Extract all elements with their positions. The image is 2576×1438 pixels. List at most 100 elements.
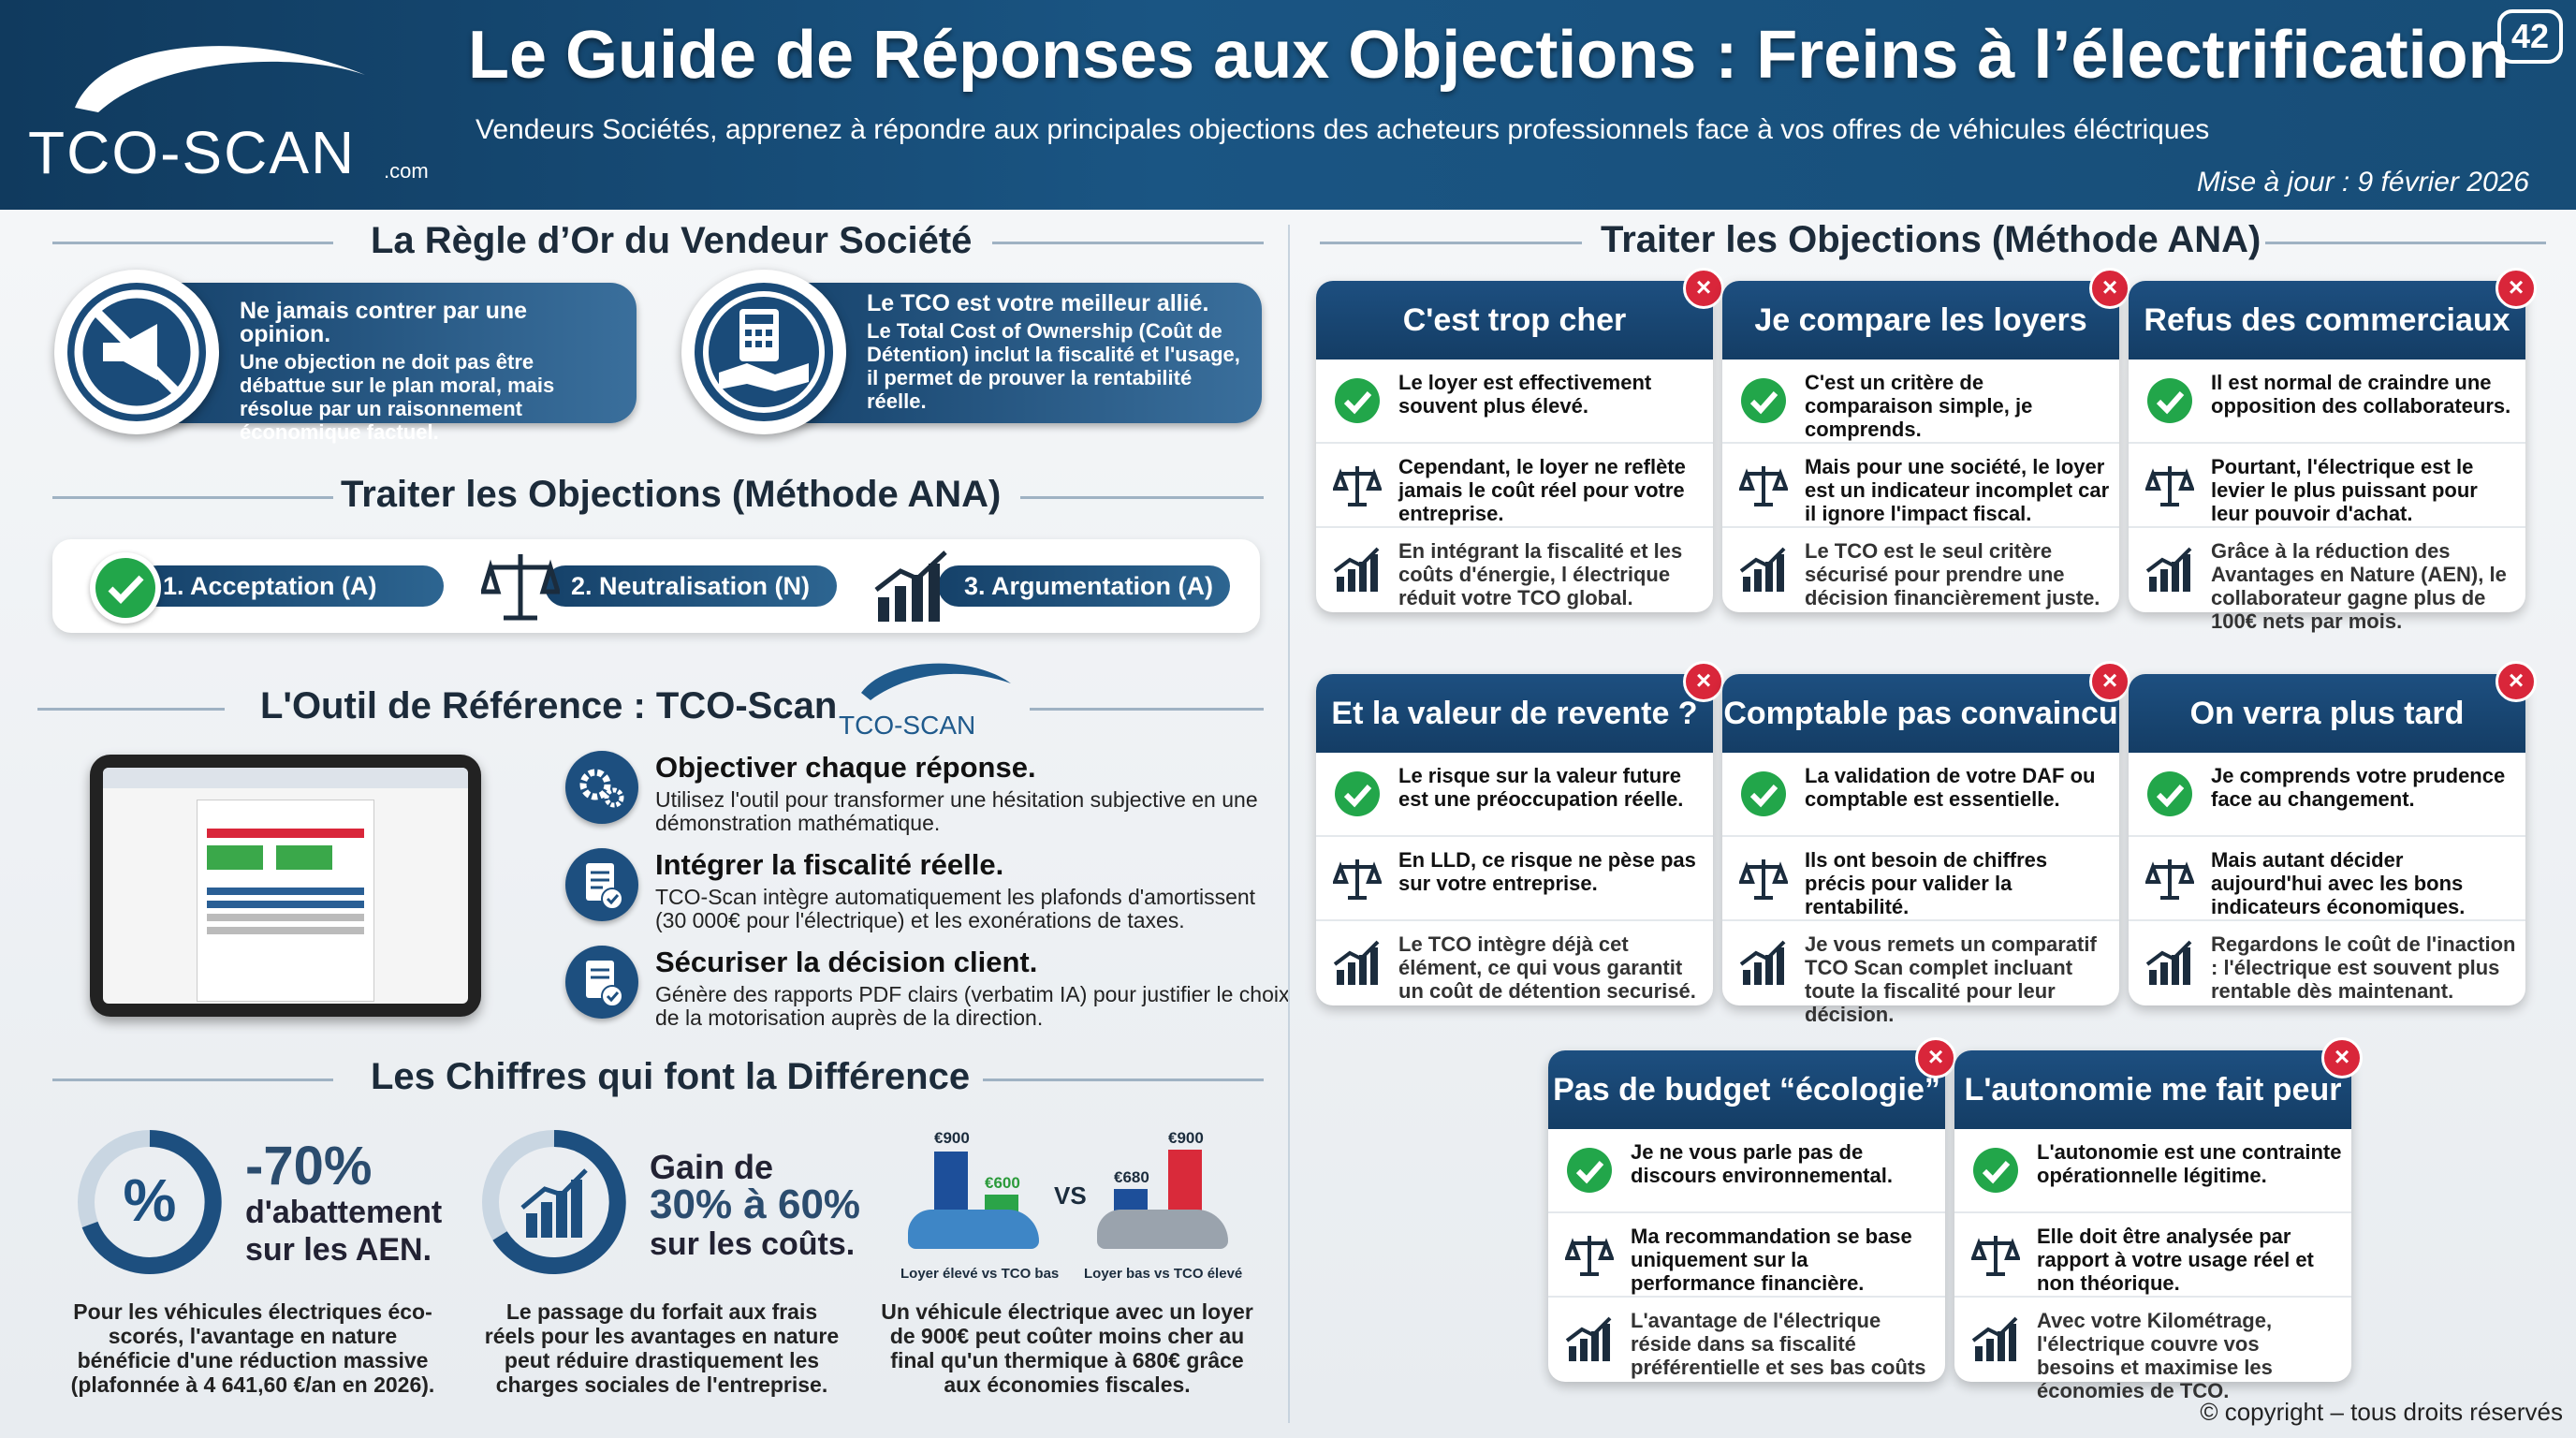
objection-row-text: Elle doit être analysée par rapport à vo… — [2037, 1225, 2314, 1295]
scale-icon — [1738, 854, 1789, 902]
scale-icon — [1564, 1230, 1615, 1279]
objection-row-a: Je comprends votre prudence face au chan… — [2129, 753, 2525, 837]
vs-label: VS — [1054, 1181, 1087, 1210]
divider — [37, 708, 225, 711]
close-icon: × — [1683, 268, 1724, 309]
close-icon: × — [1915, 1037, 1956, 1078]
objection-card-title: C'est trop cher — [1316, 281, 1713, 360]
objection-card: Je compare les loyers× C'est un critère d… — [1722, 268, 2130, 612]
check-icon — [1565, 1146, 1614, 1195]
copyright: © copyright – tous droits réservés — [2200, 1398, 2563, 1426]
close-icon: × — [2496, 268, 2537, 309]
tablet-screen — [103, 768, 468, 1004]
close-icon: × — [2321, 1037, 2363, 1078]
divider — [1030, 708, 1264, 711]
divider — [992, 242, 1264, 244]
report-bar — [207, 901, 364, 908]
objection-row-arg: Regardons le coût de l'inaction : l'élec… — [2129, 921, 2525, 1005]
tco-scan-logo: TCO-SCAN .com — [28, 46, 429, 186]
objection-row-text: Le loyer est effectivement souvent plus … — [1398, 371, 1652, 418]
rule-1-text: Ne jamais contrer par une opinion. Une o… — [240, 300, 623, 445]
objection-row-arg: En intégrant la fiscalité et les coûts d… — [1316, 528, 1713, 612]
divider — [52, 1078, 333, 1081]
objection-row-text: Pourtant, l'électrique est le levier le … — [2211, 455, 2478, 525]
objection-row-n: Ils ont besoin de chiffres précis pour v… — [1722, 837, 2119, 921]
objection-card-title: Pas de budget “écologie” — [1548, 1050, 1945, 1129]
objection-card: Comptable pas convaincu× La validation de… — [1722, 661, 2130, 1026]
objection-row-n: Ma recommandation se base uniquement sur… — [1548, 1213, 1945, 1298]
objection-row-text: Cependant, le loyer ne reflète jamais le… — [1398, 455, 1686, 525]
bar-chart-growth-icon — [2145, 545, 2194, 594]
objection-row-arg: Grâce à la réduction des Avantages en Na… — [2129, 528, 2525, 633]
percent-ring-icon: % — [75, 1127, 225, 1277]
scale-icon — [1332, 461, 1383, 509]
check-icon — [1971, 1146, 2020, 1195]
objection-row-n: Pourtant, l'électrique est le levier le … — [2129, 444, 2525, 528]
tool-item-desc: Utilisez l'outil pour transformer une hé… — [655, 787, 1258, 835]
logo-suffix: .com — [384, 159, 429, 183]
divider — [52, 496, 333, 499]
svg-text:%: % — [124, 1167, 177, 1234]
stat-aen-line2: d'abattement — [245, 1195, 443, 1230]
tool-item-desc: Génère des rapports PDF clairs (verbatim… — [655, 982, 1290, 1030]
objection-row-text: En LLD, ce risque ne pèse pas sur votre … — [1398, 848, 1696, 895]
bar-chart-growth-icon — [1739, 545, 1788, 594]
tool-item-title: Intégrer la fiscalité réelle. — [655, 848, 1004, 881]
close-icon: × — [2089, 661, 2130, 702]
stat-aen-value: -70% — [245, 1136, 373, 1196]
report-cell — [276, 845, 333, 870]
vertical-divider — [1288, 225, 1290, 1423]
close-icon: × — [2089, 268, 2130, 309]
objection-row-a: Je ne vous parle pas de discours environ… — [1548, 1129, 1945, 1213]
rule-2-text: Le TCO est votre meilleur allié. Le Tota… — [867, 292, 1251, 414]
stat-gain-line1: Gain de — [650, 1148, 774, 1186]
bar-chart-growth-icon — [1565, 1314, 1614, 1363]
ev-car — [908, 1210, 1039, 1249]
objection-row-arg: Avec votre Kilométrage, l'électrique cou… — [1954, 1298, 2351, 1402]
objection-row-text: Je vous remets un comparatif TCO Scan co… — [1805, 932, 2097, 1026]
gears-icon — [565, 751, 638, 824]
objection-row-a: C'est un critère de comparaison simple, … — [1722, 360, 2119, 444]
browser-bar — [103, 768, 468, 788]
stat-gain-value: 30% à 60% — [650, 1181, 861, 1227]
divider — [1320, 242, 1582, 244]
tco-scan-small-logo: TCO-SCAN — [839, 663, 1011, 740]
scale-icon — [2144, 461, 2195, 509]
ana-step-neutralisation: 2. Neutralisation (N) — [545, 565, 837, 607]
objection-card: C'est trop cher× Le loyer est effectiveme… — [1316, 268, 1724, 612]
objection-card-title: Comptable pas convaincu — [1722, 674, 2119, 753]
ice-loyer-label: €680 — [1114, 1168, 1149, 1186]
scale-icon — [1738, 461, 1789, 509]
stat-gain-caption: Le passage du forfait aux frais réels po… — [484, 1299, 840, 1397]
tool-item-desc: TCO-Scan intègre automatiquement les pla… — [655, 885, 1256, 932]
objection-row-text: C'est un critère de comparaison simple, … — [1805, 371, 2033, 441]
close-icon: × — [2496, 661, 2537, 702]
divider — [983, 1078, 1264, 1081]
tool-title: L'Outil de Référence : TCO-Scan — [260, 685, 838, 726]
ice-car — [1097, 1210, 1228, 1249]
objection-row-text: Regardons le coût de l'inaction : l'élec… — [2211, 932, 2516, 1003]
report-bar — [207, 888, 364, 895]
ana-title: Traiter les Objections (Méthode ANA) — [341, 474, 1002, 515]
objection-row-text: La validation de votre DAF ou comptable … — [1805, 764, 2096, 811]
stat-aen-line3: sur les AEN. — [245, 1232, 432, 1268]
objection-row-text: Je comprends votre prudence face au chan… — [2211, 764, 2506, 811]
objection-row-text: Je ne vous parle pas de discours environ… — [1631, 1140, 1893, 1187]
update-date: Mise à jour : 9 février 2026 — [2196, 167, 2529, 198]
objection-row-a: L'autonomie est une contrainte opération… — [1954, 1129, 2351, 1213]
logo-text: TCO-SCAN — [28, 119, 356, 186]
header-banner: TCO-SCAN .com Le Guide de Réponses aux O… — [0, 0, 2576, 210]
ev-tco-label: €600 — [985, 1174, 1020, 1192]
objection-row-arg: Je vous remets un comparatif TCO Scan co… — [1722, 921, 2119, 1026]
objection-card-title: L'autonomie me fait peur — [1954, 1050, 2351, 1129]
bar-chart-growth-icon — [2145, 938, 2194, 987]
objection-row-text: Mais autant décider aujourd'hui avec les… — [2211, 848, 2466, 918]
bar-chart-growth-icon — [872, 547, 951, 625]
bar-chart-growth-icon — [1333, 938, 1382, 987]
scale-icon — [1332, 854, 1383, 902]
objection-card-title: Refus des commerciaux — [2129, 281, 2525, 360]
objection-card-title: Je compare les loyers — [1722, 281, 2119, 360]
golden-rule-title: La Règle d’Or du Vendeur Société — [371, 220, 973, 261]
ev-label: Loyer élevé vs TCO bas — [900, 1266, 1060, 1282]
bar-chart-growth-icon — [1739, 938, 1788, 987]
